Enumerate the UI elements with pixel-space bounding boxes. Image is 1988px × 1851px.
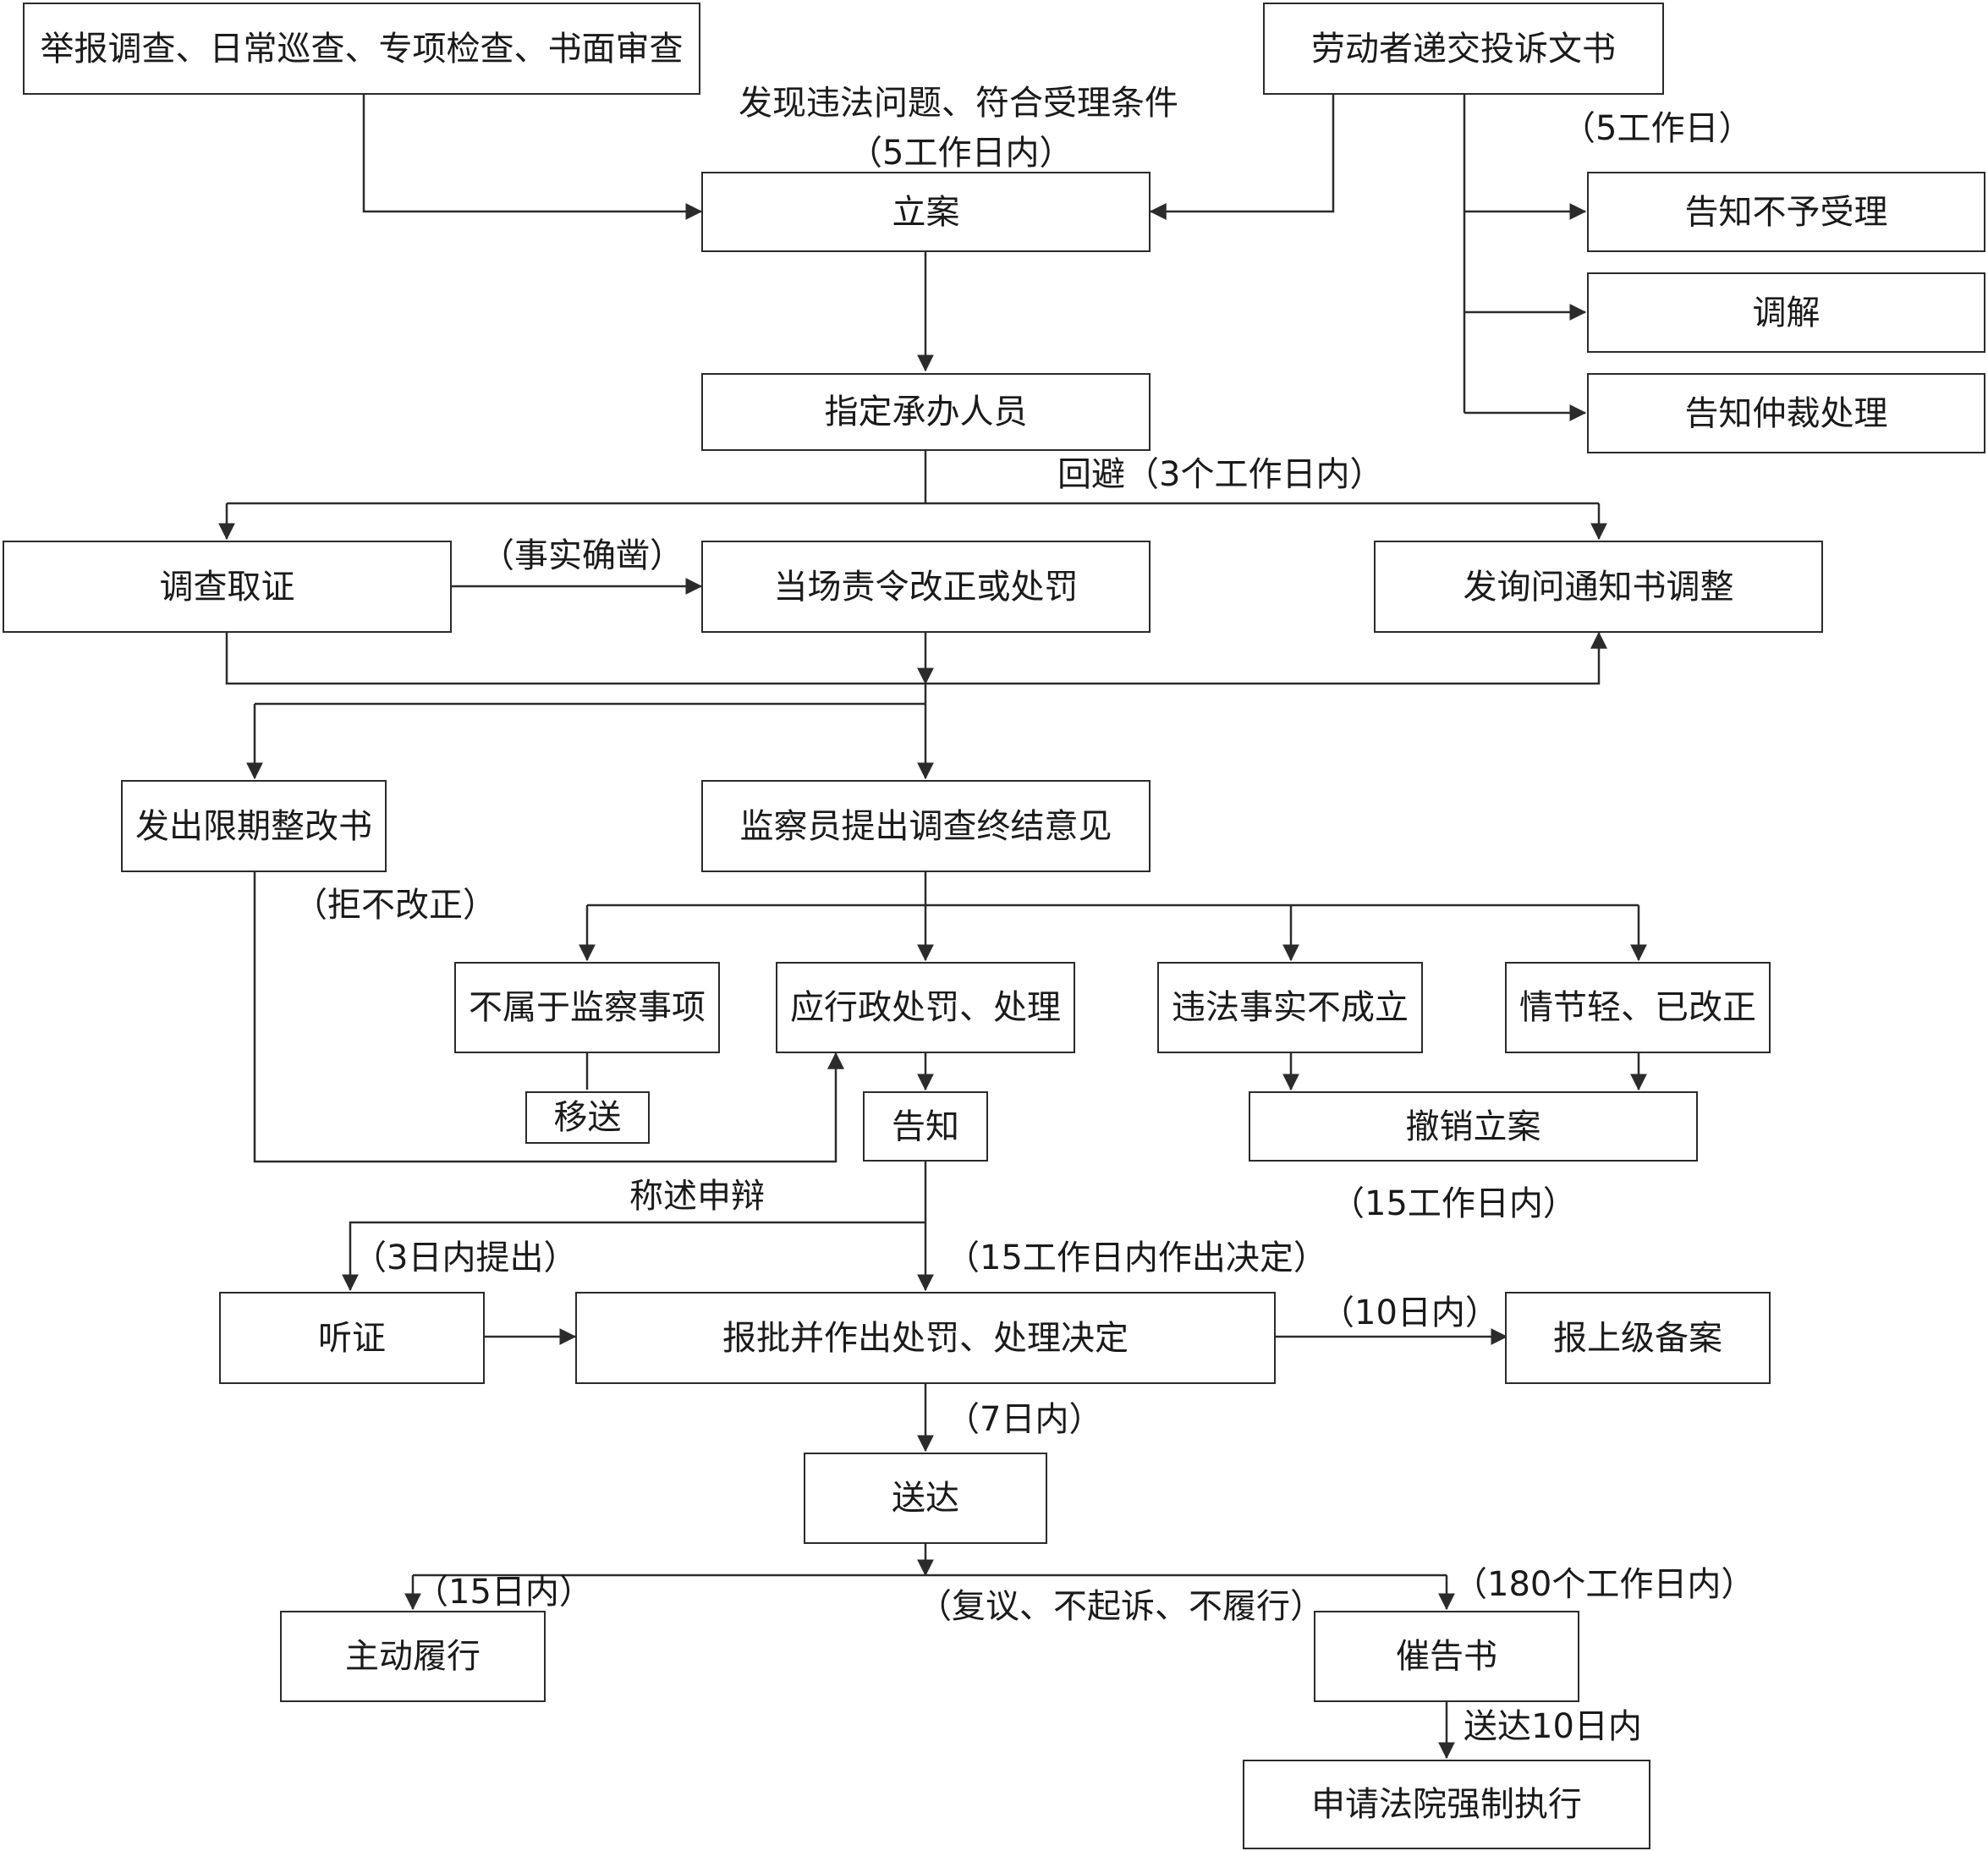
label-five-workdays-in: （5工作日内） — [848, 134, 1074, 173]
label-deliver-ten: 送达10日内 — [1464, 1707, 1642, 1746]
node-assign: 指定承办人员 — [701, 373, 1151, 451]
arrow-to-hearing — [342, 1221, 925, 1292]
node-report-superior: 报上级备案 — [1505, 1292, 1771, 1384]
node-court: 申请法院强制执行 — [1243, 1760, 1650, 1849]
node-inform: 告知 — [863, 1091, 988, 1162]
node-not-scope: 不属于监察事项 — [454, 962, 720, 1053]
node-urge: 催告书 — [1314, 1611, 1579, 1702]
arrow-rectify-to-penalty — [253, 872, 844, 1163]
label-one-eighty: （180个工作日内） — [1453, 1565, 1755, 1604]
label-five-workdays: （5工作日） — [1562, 109, 1753, 148]
label-facts-clear: （事实确凿） — [481, 536, 684, 575]
label-fifteen-decision: （15工作日内作出决定） — [946, 1239, 1327, 1277]
arrow-merge-to-inquiry — [925, 631, 1607, 685]
label-avoid: 回避（3个工作日内） — [1057, 455, 1384, 494]
node-mediate: 调解 — [1587, 272, 1985, 353]
node-decision: 报批并作出处罚、处理决定 — [575, 1292, 1276, 1384]
node-minor: 情节轻、已改正 — [1505, 962, 1771, 1053]
node-voluntary: 主动履行 — [280, 1611, 546, 1702]
label-fifteen-workdays: （15工作日内） — [1331, 1184, 1577, 1223]
node-penalty: 应行政处罚、处理 — [776, 962, 1075, 1053]
investigate-to-merge — [225, 633, 925, 685]
node-not-established: 违法事实不成立 — [1157, 962, 1423, 1053]
label-refuse-rectify: （拒不改正） — [294, 886, 497, 925]
node-inquiry-notice: 发询问通知书调整 — [1374, 541, 1823, 633]
node-hearing: 听证 — [219, 1292, 485, 1384]
arrow-complaint-to-filecase — [1149, 95, 1335, 220]
label-three-days: （3日内提出） — [353, 1239, 578, 1277]
node-file-case: 立案 — [701, 172, 1151, 252]
node-reject: 告知不予受理 — [1587, 172, 1985, 252]
node-transfer: 移送 — [525, 1091, 650, 1144]
label-defense: 称述申辩 — [629, 1177, 765, 1216]
label-ten-days: （10日内） — [1321, 1294, 1499, 1332]
node-arbitration: 告知仲裁处理 — [1587, 373, 1985, 453]
node-revoke: 撤销立案 — [1249, 1091, 1698, 1162]
node-complaint: 劳动者递交投诉文书 — [1263, 3, 1664, 95]
node-deliver: 送达 — [804, 1453, 1047, 1544]
node-report-inspect: 举报调查、日常巡查、专项检查、书面审查 — [23, 3, 700, 95]
label-reconsider: （复议、不起诉、不履行） — [918, 1587, 1324, 1626]
label-fifteen-days: （15日内） — [415, 1573, 593, 1612]
label-found-violation: 发现违法问题、符合受理条件 — [739, 84, 1178, 123]
node-rectify-notice: 发出限期整改书 — [121, 780, 387, 872]
arrow-report-to-filecase — [362, 95, 703, 220]
label-seven-days: （7日内） — [946, 1400, 1103, 1439]
node-onsite: 当场责令改正或处罚 — [701, 541, 1151, 633]
node-conclusion: 监察员提出调查终结意见 — [701, 780, 1151, 872]
node-investigate: 调查取证 — [3, 541, 452, 633]
